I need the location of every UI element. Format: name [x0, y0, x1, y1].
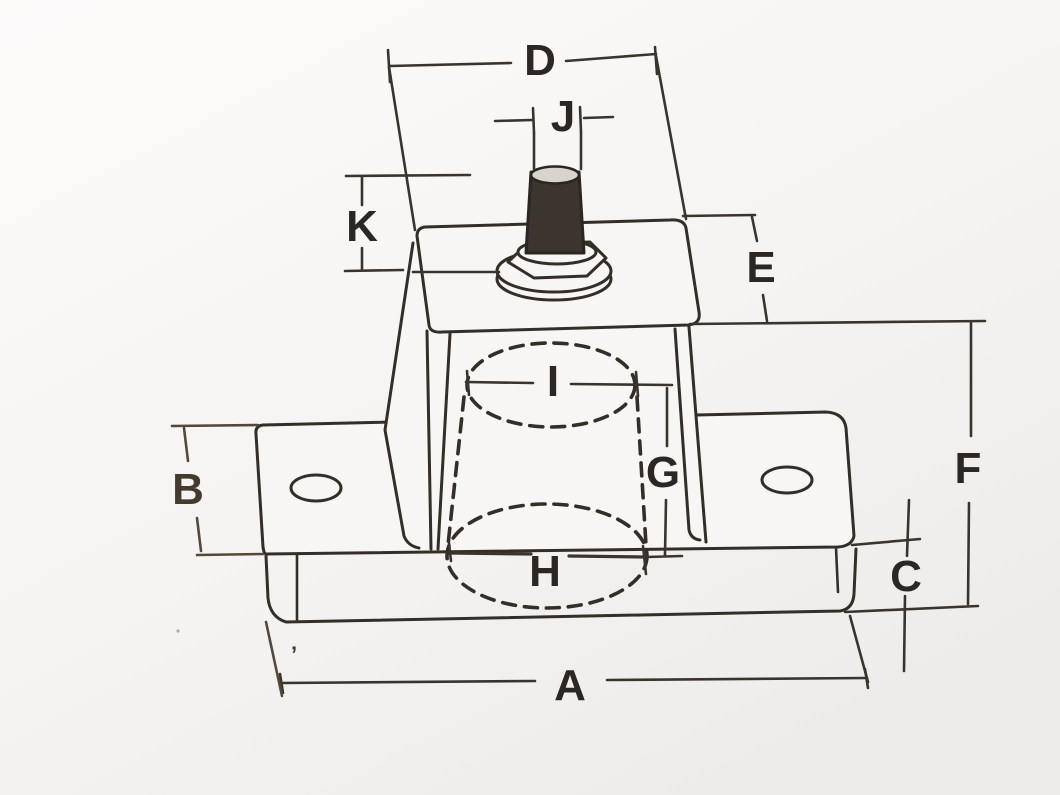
- dim-label-k: K: [346, 202, 378, 251]
- dimension-linework: [170, 45, 987, 698]
- dim-label-i: I: [547, 357, 559, 406]
- dim-label-c: C: [890, 552, 922, 601]
- dim-a-lines: [264, 614, 870, 698]
- stud-top-face: [529, 165, 581, 185]
- dim-label-a: A: [554, 661, 586, 710]
- dim-a-extension-right: [848, 614, 870, 684]
- dim-k-tick-bottom: [343, 268, 501, 274]
- dim-d-line: [388, 52, 658, 68]
- dim-label-b: B: [172, 465, 204, 514]
- dim-e-tick-top: [681, 213, 757, 218]
- dim-k-lines: [343, 173, 501, 274]
- dim-label-f: F: [955, 444, 982, 493]
- reference-line-top-plate-level: [688, 319, 987, 326]
- dim-d-lines: [386, 45, 688, 232]
- dim-j-end-ticks: [531, 105, 583, 135]
- dim-a-extension-left: [264, 620, 284, 698]
- body-front-left-edge: [436, 332, 452, 551]
- mounting-hole-left: [289, 473, 343, 503]
- dim-e-lines: [681, 213, 769, 323]
- dim-label-e: E: [746, 243, 775, 292]
- mounting-hole-right: [760, 465, 814, 495]
- dim-j-extensions: [532, 130, 583, 171]
- dim-i-end-ticks: [465, 369, 640, 398]
- dim-h-end-ticks: [447, 541, 648, 576]
- mount-geometry: [254, 165, 858, 624]
- dim-j-line: [493, 115, 615, 123]
- dim-f-lines: [688, 319, 987, 614]
- body-right-outer-edge: [687, 325, 708, 544]
- dim-k-tick-top: [344, 173, 472, 178]
- dim-b-tick-bottom: [195, 552, 265, 557]
- dim-j-lines: [493, 105, 615, 171]
- dim-c-lines: [850, 498, 922, 673]
- dim-a-line: [280, 676, 869, 685]
- dim-label-g: G: [646, 448, 680, 497]
- dim-g-lines: [645, 386, 684, 559]
- dim-e-line: [750, 215, 769, 323]
- dim-label-j: J: [551, 92, 575, 141]
- reference-line-base-bottom-level: [843, 604, 980, 614]
- dim-i-lines: [464, 369, 674, 398]
- paper-speck: [176, 629, 180, 633]
- base-plate-front-face: [264, 547, 858, 624]
- dim-h-line: [448, 551, 647, 559]
- dim-h-lines: [447, 541, 648, 576]
- dim-c-line: [902, 498, 911, 673]
- dim-b-line: [182, 426, 203, 553]
- dim-d-extension-left: [387, 65, 417, 232]
- cylinder-left-edge-dashed: [446, 395, 466, 547]
- dim-d-extension-right: [654, 54, 688, 221]
- body-left-outer-edge: [383, 241, 421, 550]
- dim-f-line: [966, 321, 973, 606]
- stray-apostrophe-mark: ’: [291, 642, 297, 667]
- dim-label-d: D: [524, 36, 556, 85]
- dim-b-lines: [170, 423, 265, 557]
- dim-g-line: [663, 386, 669, 557]
- dim-i-line: [464, 380, 674, 387]
- dim-g-tick-bottom: [645, 554, 684, 559]
- dim-b-tick-top: [170, 423, 260, 428]
- dimension-labels: D J K E B I G H C F A: [172, 36, 981, 710]
- dim-label-h: H: [529, 547, 561, 596]
- cylinder-right-edge-dashed: [635, 395, 648, 547]
- body-left-front-edge: [425, 329, 433, 551]
- base-corner-seam-right: [834, 546, 840, 594]
- body-right-front-edge: [673, 327, 702, 542]
